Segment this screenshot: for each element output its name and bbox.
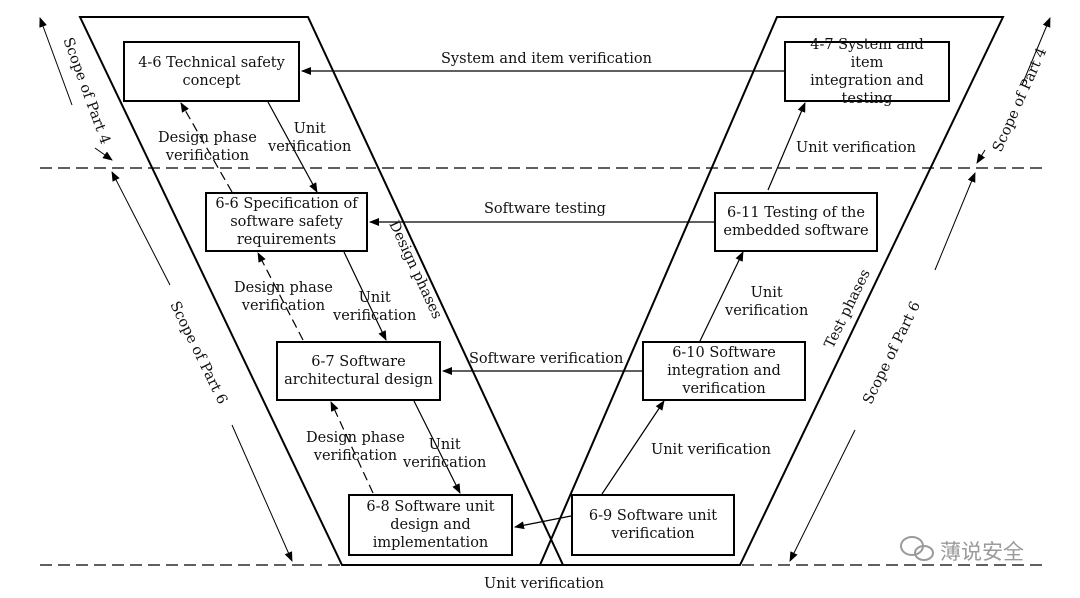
label-design-phase-verification-1: Design phase verification xyxy=(158,130,257,164)
box-software-unit-verification: 6-9 Software unit verification xyxy=(571,494,735,556)
scope-right-part6-arrow-up xyxy=(934,172,976,271)
label-software-testing: Software testing xyxy=(484,201,606,217)
box-software-safety-requirements: 6-6 Specification of software safety req… xyxy=(205,192,368,252)
arrow-unit-verif-right-1 xyxy=(601,400,665,495)
box-embedded-software-testing: 6-11 Testing of the embedded software xyxy=(714,192,878,252)
watermark-text: 薄说安全 xyxy=(940,540,1024,564)
label-design-phase-verification-3: Design phase verification xyxy=(306,430,405,464)
arrow-unit-verif-left-2 xyxy=(343,251,387,341)
scope-left-part6-arrow-down xyxy=(231,424,293,562)
arrow-unit-verif-left-3 xyxy=(413,400,461,494)
box-system-item-integration: 4-7 System and item integration and test… xyxy=(784,37,950,107)
label-system-item-verification: System and item verification xyxy=(441,51,652,67)
label-software-verification: Software verification xyxy=(469,351,624,367)
scope-right-part4-arrow-up xyxy=(1021,17,1051,86)
scope-left-part6-arrow-up xyxy=(111,171,171,286)
label-unit-verification-right-2: Unit verification xyxy=(725,285,809,319)
label-unit-verification-right-3: Unit verification xyxy=(796,140,916,156)
scope-left-part4-arrow-up xyxy=(39,17,73,106)
arrow-design-phase-1 xyxy=(180,102,233,193)
test-phases-band xyxy=(538,16,1005,566)
box-software-unit-design: 6-8 Software unit design and implementat… xyxy=(348,494,513,556)
scope-right-part6-arrow-down xyxy=(789,429,856,562)
arrow-unit-verif-right-3 xyxy=(767,102,806,191)
arrow-unit-verif-right-2 xyxy=(699,251,744,342)
label-unit-verification-left-1: Unit verification xyxy=(268,121,352,155)
arrow-design-phase-3 xyxy=(330,401,374,494)
label-unit-verification-right-1: Unit verification xyxy=(651,442,771,458)
label-unit-verification-bottom: Unit verification xyxy=(484,576,604,592)
label-unit-verification-left-3: Unit verification xyxy=(403,437,487,471)
arrow-unit-verification-bottom xyxy=(514,515,572,530)
label-unit-verification-left-2: Unit verification xyxy=(333,290,417,324)
arrow-unit-verif-left-1 xyxy=(267,101,318,193)
box-software-architectural-design: 6-7 Software architectural design xyxy=(276,341,441,401)
box-technical-safety-concept: 4-6 Technical safety concept xyxy=(123,41,300,102)
scope-left-part4-arrow-down xyxy=(94,147,113,161)
arrow-design-phase-2 xyxy=(257,252,304,341)
label-design-phase-verification-2: Design phase verification xyxy=(234,280,333,314)
wechat-icon xyxy=(900,536,934,561)
box-software-integration: 6-10 Software integration and verificati… xyxy=(642,341,806,401)
scope-right-part4-arrow-down xyxy=(976,149,986,164)
